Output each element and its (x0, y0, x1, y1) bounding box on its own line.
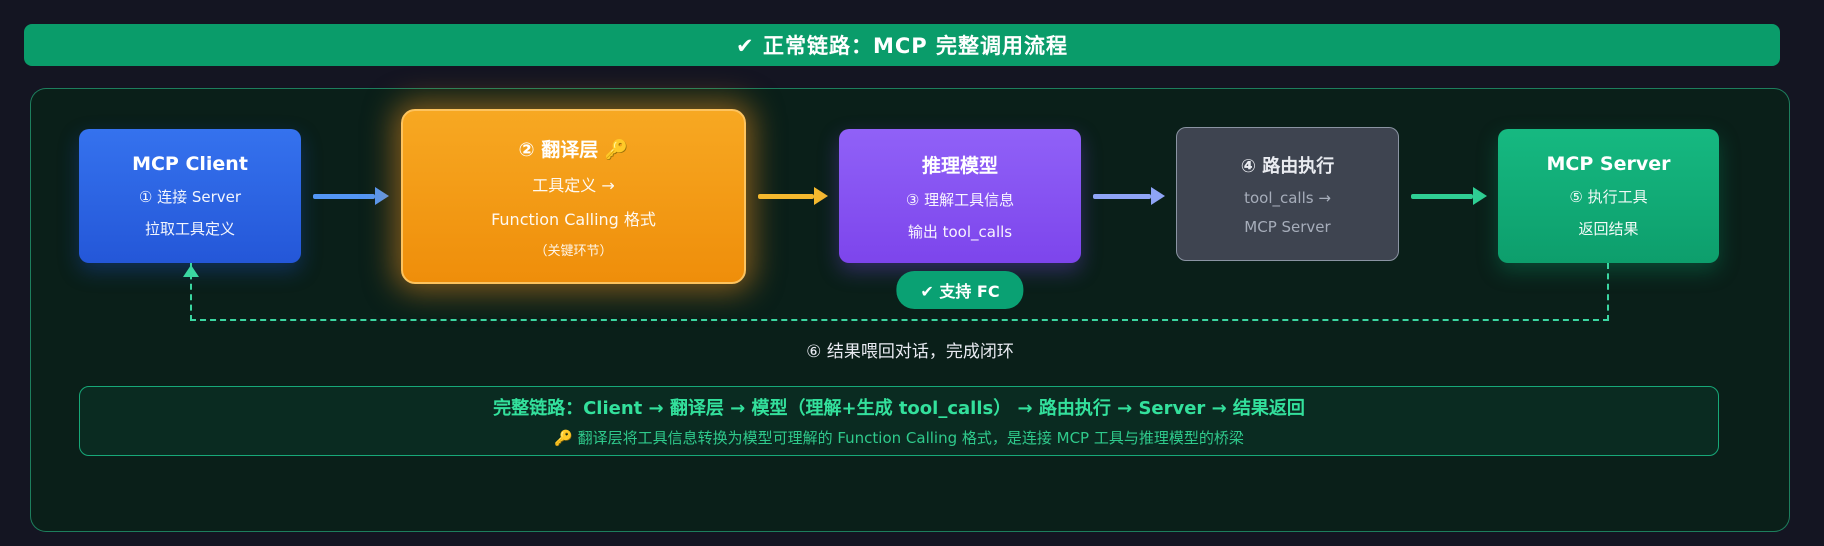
node-mcp-server: MCP Server ⑤ 执行工具 返回结果 (1498, 129, 1719, 263)
summary-line-2: 🔑 翻译层将工具信息转换为模型可理解的 Function Calling 格式，… (554, 429, 1244, 447)
node-title: MCP Server (1546, 153, 1671, 175)
arrow-head-icon (375, 187, 389, 205)
summary-line-1: 完整链路：Client → 翻译层 → 模型（理解+生成 tool_calls）… (493, 398, 1305, 419)
node-title: 推理模型 (921, 154, 998, 177)
node-mcp-client: MCP Client ① 连接 Server 拉取工具定义 (79, 129, 301, 263)
node-line: 拉取工具定义 (144, 220, 235, 238)
node-line: ③ 理解工具信息 (905, 190, 1015, 209)
arrow-shaft (1093, 193, 1151, 199)
node-title: ② 翻译层 🔑 (518, 138, 629, 161)
feedback-arrow-up-icon (183, 265, 199, 277)
node-line: ① 连接 Server (138, 188, 242, 206)
node-title: ④ 路由执行 (1240, 156, 1335, 177)
feedback-label: ⑥ 结果喂回对话，完成闭环 (806, 342, 1014, 362)
node-translation-layer: ② 翻译层 🔑 工具定义 → Function Calling 格式 （关键环节… (401, 109, 746, 284)
node-line: MCP Server (1244, 218, 1331, 236)
header-title: ✔ 正常链路：MCP 完整调用流程 (736, 34, 1068, 58)
node-inference-model: 推理模型 ③ 理解工具信息 输出 tool_calls (839, 129, 1081, 263)
node-line: ⑤ 执行工具 (1569, 188, 1648, 206)
flow-panel: MCP Client ① 连接 Server 拉取工具定义 ② 翻译层 🔑 工具… (30, 88, 1790, 532)
arrow-model-to-routing (1093, 186, 1165, 206)
arrow-shaft (313, 193, 375, 199)
node-line: Function Calling 格式 (491, 209, 656, 229)
node-line: 输出 tool_calls (907, 222, 1013, 241)
arrow-shaft (1411, 193, 1473, 199)
arrow-head-icon (1151, 187, 1165, 205)
arrow-client-to-translation (313, 186, 389, 206)
header-banner: ✔ 正常链路：MCP 完整调用流程 (24, 24, 1780, 66)
arrow-head-icon (814, 187, 828, 205)
arrow-translation-to-model (758, 186, 828, 206)
arrow-head-icon (1473, 187, 1487, 205)
node-note: （关键环节） (534, 243, 613, 259)
node-title: MCP Client (132, 153, 248, 175)
arrow-shaft (758, 193, 814, 199)
node-line: 返回结果 (1578, 220, 1639, 238)
node-line: tool_calls → (1244, 189, 1331, 207)
node-line: 工具定义 → (532, 175, 615, 195)
feedback-loop-path (190, 263, 1609, 321)
arrow-routing-to-server (1411, 186, 1487, 206)
summary-panel: 完整链路：Client → 翻译层 → 模型（理解+生成 tool_calls）… (79, 386, 1719, 456)
fc-support-badge: ✔ 支持 FC (896, 271, 1024, 309)
node-routing-execution: ④ 路由执行 tool_calls → MCP Server (1176, 127, 1399, 261)
